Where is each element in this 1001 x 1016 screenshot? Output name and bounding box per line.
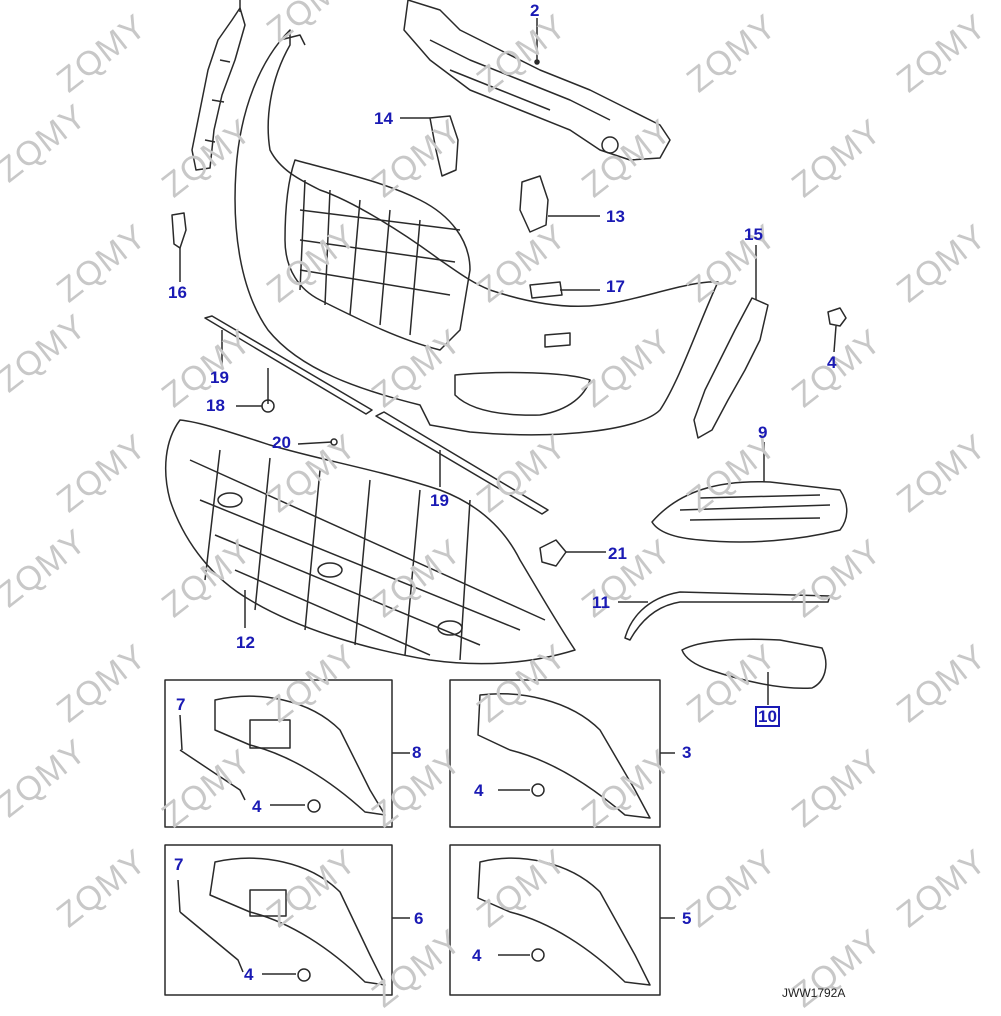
part-2-upper-beam xyxy=(403,0,671,161)
part-16-sensor xyxy=(171,212,187,282)
callout-15: 15 xyxy=(744,225,763,244)
callout-11: 11 xyxy=(592,593,610,612)
box-variant-3 xyxy=(449,679,675,828)
callout-7-box-6: 7 xyxy=(174,855,184,874)
part-21-sensor-holder xyxy=(539,539,606,567)
callout-4-box-8: 4 xyxy=(252,797,262,816)
callout-8: 8 xyxy=(412,743,422,762)
callout-21: 21 xyxy=(608,544,627,563)
callout-14: 14 xyxy=(374,109,393,128)
callout-18: 18 xyxy=(206,396,225,415)
callout-5: 5 xyxy=(682,909,692,928)
callout-3: 3 xyxy=(682,743,692,762)
callout-16: 16 xyxy=(168,283,187,302)
callout-2: 2 xyxy=(530,1,540,20)
callout-4-box-3: 4 xyxy=(474,781,484,800)
callout-19-right: 19 xyxy=(430,491,449,510)
part-1-side-bracket xyxy=(191,0,246,171)
callout-6: 6 xyxy=(414,909,424,928)
part-9-side-grille xyxy=(651,442,848,543)
callout-4-box-5: 4 xyxy=(472,946,482,965)
callout-20: 20 xyxy=(272,433,291,452)
part-19-strip-right xyxy=(375,411,549,515)
callout-13: 13 xyxy=(606,207,625,226)
callout-9: 9 xyxy=(758,423,768,442)
callout-7-box-8: 7 xyxy=(176,695,186,714)
part-14-bracket xyxy=(400,115,459,177)
part-11-trim-strip xyxy=(618,591,831,641)
part-12-undertray xyxy=(164,419,576,665)
drawing-code: JWW1792A xyxy=(782,986,846,1000)
part-15-side-bracket xyxy=(693,245,769,439)
part-10-fog-bezel xyxy=(681,638,827,705)
box-variant-8 xyxy=(164,679,410,828)
part-19-strip-left xyxy=(204,315,373,415)
part-13-bracket xyxy=(519,175,600,233)
part-20-screw xyxy=(297,438,338,446)
callout-4-clip: 4 xyxy=(827,353,837,372)
box-variant-6 xyxy=(164,844,410,996)
part-18-bolt xyxy=(236,368,275,413)
callout-4-box-6: 4 xyxy=(244,965,254,984)
part-4-clip-right xyxy=(827,307,847,353)
callout-12: 12 xyxy=(236,633,255,652)
callout-10: 10 xyxy=(755,706,780,727)
box-variant-5 xyxy=(449,844,675,996)
callout-19-left: 19 xyxy=(210,368,229,387)
callout-17: 17 xyxy=(606,277,625,296)
bumper-cover xyxy=(234,29,719,436)
